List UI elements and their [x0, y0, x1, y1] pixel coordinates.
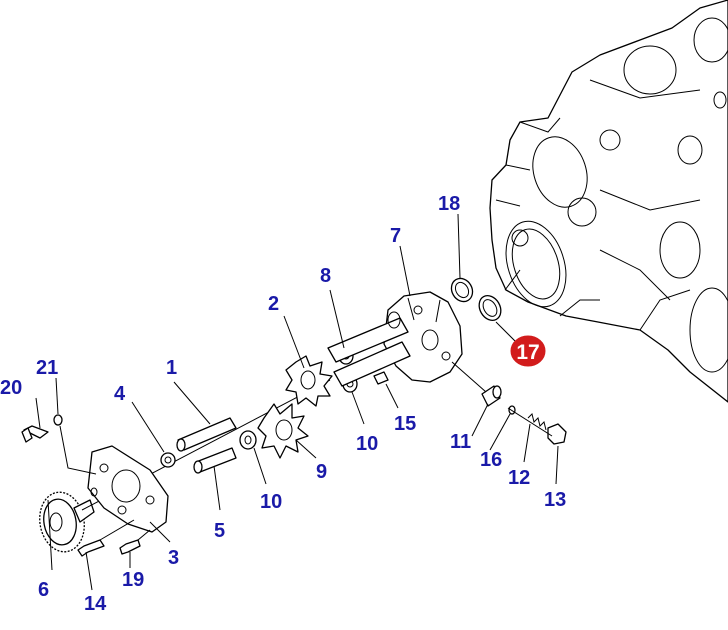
seal-18: [450, 277, 474, 303]
washer-21: [53, 414, 63, 426]
callout-5: 5: [214, 520, 225, 542]
shaft-5: [193, 447, 237, 474]
callout-10-lower: 10: [260, 491, 282, 513]
callout-9: 9: [316, 461, 327, 483]
engine-block: [489, 0, 728, 403]
callout-21: 21: [36, 357, 58, 379]
callout-2: 2: [268, 293, 279, 315]
bushing-10-lower: [239, 430, 257, 450]
callout-6: 6: [38, 579, 49, 601]
valve-11: [481, 385, 502, 407]
pin-15: [373, 371, 389, 385]
callout-17-highlight: 17: [510, 335, 546, 367]
callout-16: 16: [480, 449, 502, 471]
gear-6: [39, 491, 95, 553]
shaft-1: [176, 417, 237, 452]
callout-8: 8: [320, 265, 331, 287]
gear-2: [285, 355, 333, 407]
callout-10-upper: 10: [356, 433, 378, 455]
highlight-circle: [510, 335, 546, 367]
callout-3: 3: [168, 547, 179, 569]
plug-13: [547, 423, 567, 445]
callout-18: 18: [438, 193, 460, 215]
callout-20: 20: [0, 377, 22, 399]
callout-7: 7: [390, 225, 401, 247]
callout-13: 13: [544, 489, 566, 511]
bolt-19: [119, 539, 141, 555]
bolt-20: [21, 425, 49, 443]
bushing-4: [160, 452, 176, 468]
pump-body-7: [327, 291, 463, 387]
gear-9: [257, 403, 309, 459]
callout-14: 14: [84, 593, 107, 615]
callout-11: 11: [450, 431, 471, 453]
spring-12: [527, 413, 547, 431]
callout-17: 17: [516, 341, 539, 364]
bolt-14: [77, 539, 105, 557]
callout-4: 4: [114, 383, 126, 405]
callout-15: 15: [394, 413, 416, 435]
callout-19: 19: [122, 569, 144, 591]
seal-17: [478, 295, 502, 321]
callout-1: 1: [166, 357, 177, 379]
pump-cover-3: [87, 445, 169, 533]
callout-12: 12: [508, 467, 530, 489]
